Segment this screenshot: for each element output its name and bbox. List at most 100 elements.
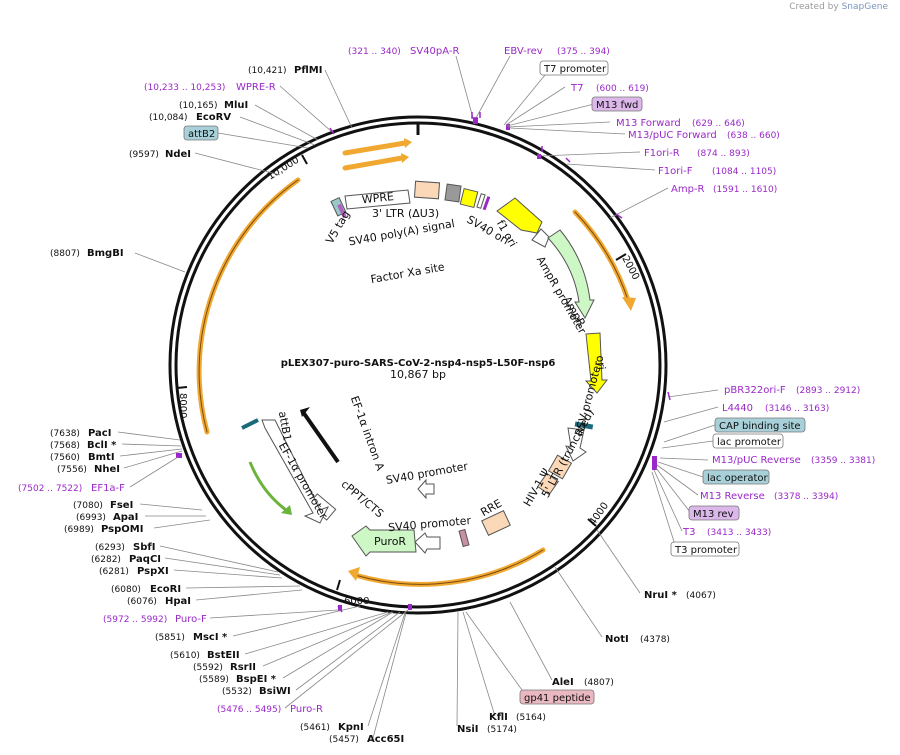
feature-ltr3: 3' LTR (ΔU3) — [372, 207, 439, 220]
box-t7promoter-bg — [539, 60, 609, 76]
site-rsrii-pos: (5592) — [193, 663, 223, 673]
leader-nsii — [456, 611, 459, 727]
feature-f1ori-shape — [496, 197, 543, 234]
feature-polya-shape — [444, 183, 462, 203]
feature-cppt: cPPT/CTS — [339, 478, 387, 521]
feature-ef1aintron-head — [300, 407, 310, 417]
site-fsei-pos: (7080) — [73, 501, 103, 511]
site-pflmi-pos: (10,421) — [248, 66, 287, 76]
leader-nrui — [596, 529, 641, 594]
site-hpai-pos: (6076) — [127, 597, 157, 607]
primer-puro-f: Puro-F — [175, 614, 207, 625]
site-pspxi: PspXI — [137, 566, 169, 577]
leader-bsteii — [244, 611, 389, 655]
backbone-outer — [168, 115, 668, 615]
primer-m13puc-fwd: M13/pUC Forward — [628, 130, 717, 141]
site-bmti: BmtI — [88, 452, 115, 463]
feature-sv40ori-shape — [459, 187, 479, 209]
ring-tick-6000: 6000 — [344, 596, 369, 607]
feature-sv40prom1-shape — [417, 478, 435, 500]
site-bcli-pos: (7568) — [50, 441, 80, 451]
leader-sv40pa-r — [455, 55, 474, 119]
leader-puro-f — [209, 609, 339, 619]
box-t3promoter: T3 promoter — [674, 545, 738, 556]
box-t3promoter-bg — [670, 541, 740, 557]
leader-kfli — [462, 611, 496, 717]
box-gp41: gp41 peptide — [524, 693, 591, 704]
feature-ltr5: 5' LTR (truncated) — [539, 407, 597, 500]
leader-m13puc-rev — [659, 457, 709, 461]
leader-bsiwi — [295, 611, 401, 691]
primer-sv40pa-r-range: (321 .. 340) — [348, 47, 401, 57]
primer-puro-r: Puro-R — [290, 704, 323, 715]
leader-puro-r — [284, 609, 409, 709]
feature-factorxa: Factor Xa site — [370, 260, 446, 286]
site-kpni: KpnI — [338, 722, 364, 733]
primer-amp-r: Amp-R — [671, 184, 705, 195]
leader-m13rev — [655, 467, 691, 513]
orf-arc-3-core — [198, 179, 299, 433]
leader-acc65i — [372, 612, 407, 739]
tip-wpre-r — [329, 127, 335, 135]
orf-arc-5-head — [401, 153, 409, 163]
leader-ecorv — [239, 116, 316, 146]
site-pflmi: PflMI — [294, 65, 322, 76]
primer-f1ori-f-range: (1084 .. 1105) — [712, 167, 776, 177]
leader-attb2 — [217, 132, 309, 149]
box-t7promoter: T7 promoter — [543, 64, 607, 75]
tip-sv40pa — [471, 112, 478, 119]
leader-t3promoter — [651, 471, 677, 549]
leader-fsei — [139, 503, 203, 511]
leader-msci — [232, 605, 361, 637]
site-nhei: NheI — [94, 464, 120, 475]
credit-prefix: Created by — [789, 2, 839, 12]
orf-arc-3 — [196, 177, 301, 435]
feature-ori: ori — [594, 355, 608, 370]
feature-ef1apromoter-head — [281, 505, 292, 515]
orf-arc-2-core — [354, 549, 544, 585]
primer-puro-f-range: (5972 .. 5992) — [103, 615, 167, 625]
site-bcli: BclI * — [87, 440, 117, 451]
primer-m13reverse-range: (3378 .. 3394) — [774, 492, 838, 502]
feature-rsvpromoter-shape — [565, 427, 587, 462]
site-ecori: EcoRI — [150, 584, 181, 595]
leader-ecori — [185, 585, 301, 589]
feature-rre-shape — [481, 510, 511, 536]
site-ecori-pos: (6080) — [111, 585, 141, 595]
primer-pbr322-range: (2893 .. 2912) — [796, 386, 860, 396]
primer-m13forward-range: (629 .. 646) — [692, 119, 745, 129]
leader-ef1a-f — [129, 456, 179, 488]
feature-gp41-shape — [458, 528, 470, 548]
marker-puro — [408, 604, 412, 610]
site-bmti-pos: (7560) — [50, 453, 80, 463]
primer-puro-r-range: (5476 .. 5495) — [217, 705, 281, 715]
box-m13fwd: M13 fwd — [596, 100, 638, 111]
site-apai-pos: (6993) — [76, 513, 106, 523]
leader-m13forward — [507, 121, 611, 128]
site-acc65i-pos: (5457) — [329, 735, 359, 745]
site-kfli-pos: (5164) — [516, 713, 546, 723]
leader-bspei — [282, 611, 394, 679]
site-apai: ApaI — [113, 512, 138, 523]
feature-ampr-shape — [547, 229, 595, 320]
site-ecorv-pos: (10,084) — [149, 113, 188, 123]
primer-l4440: L4440 — [722, 403, 753, 414]
leader-capbinding — [663, 424, 716, 443]
feature-hiv-shape — [536, 472, 560, 496]
plasmid-size: 10,867 bp — [390, 368, 446, 381]
leader-m13fwd — [506, 103, 595, 127]
leader-bcli — [121, 443, 182, 447]
primer-f1ori-r-range: (874 .. 893) — [697, 149, 750, 159]
leader-ebv-rev — [475, 55, 511, 119]
site-paci: PacI — [88, 428, 111, 439]
feature-ori-shape — [584, 332, 609, 394]
leader-kpni — [367, 612, 406, 727]
site-nrui-pos: (4067) — [686, 591, 716, 601]
leader-hpai — [195, 589, 303, 601]
primer-m13forward: M13 Forward — [616, 118, 681, 129]
site-bsteii: BstEII — [207, 650, 240, 661]
boxed-labels: T7 promoter M13 fwd CAP binding site lac… — [183, 60, 806, 705]
feature-sv40prom2-shape — [414, 532, 441, 554]
feature-sv40prom1: SV40 promoter — [385, 460, 470, 487]
orf-arc-2 — [352, 547, 546, 587]
